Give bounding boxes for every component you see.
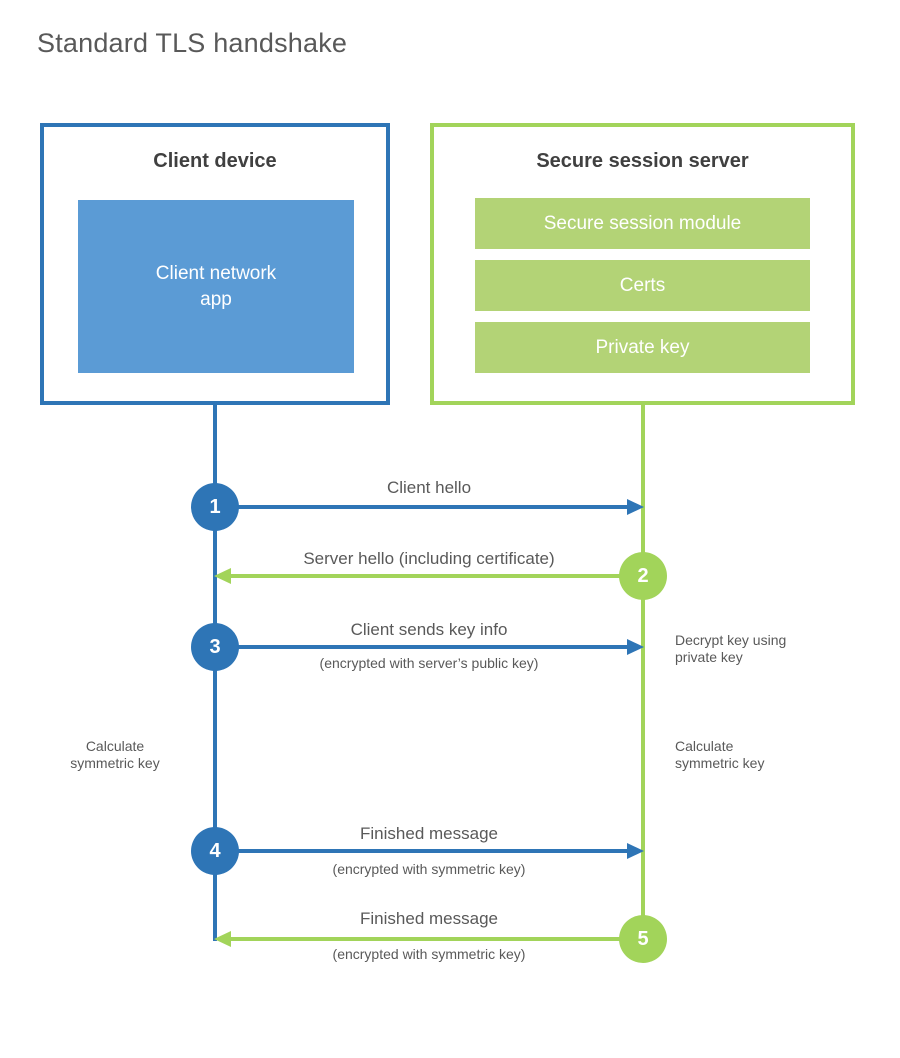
note-decrypt-key: Decrypt key using private key xyxy=(675,632,787,665)
server-module-bar-private-key: Private key xyxy=(475,322,810,373)
arrowhead-left-icon xyxy=(214,568,231,584)
message-sublabel-encrypted-public-key: (encrypted with server’s public key) xyxy=(319,655,539,671)
note-calculate-symmetric-key-client: Calculate symmetric key xyxy=(70,738,160,771)
arrowhead-left-icon xyxy=(214,931,231,947)
message-label-finished-message-client: Finished message xyxy=(360,824,498,843)
note-calculate-symmetric-key-server: Calculate symmetric key xyxy=(675,738,765,771)
message-sublabel-encrypted-symmetric-key-server: (encrypted with symmetric key) xyxy=(332,946,526,962)
message-arrow-3 xyxy=(215,645,629,649)
step-2-badge: 2 xyxy=(619,552,667,600)
message-arrow-2 xyxy=(229,574,643,578)
message-arrow-4 xyxy=(215,849,629,853)
client-device-title: Client device xyxy=(153,150,277,172)
message-arrow-1 xyxy=(215,505,629,509)
client-lifeline xyxy=(213,405,217,941)
server-lifeline xyxy=(641,405,645,939)
message-label-client-hello: Client hello xyxy=(386,478,472,497)
arrowhead-right-icon xyxy=(627,499,644,515)
step-4-badge: 4 xyxy=(191,827,239,875)
server-module-bar-secure-session-module: Secure session module xyxy=(475,198,810,249)
message-label-client-sends-key-info: Client sends key info xyxy=(350,620,508,639)
message-label-server-hello: Server hello (including certificate) xyxy=(303,549,555,568)
message-sublabel-encrypted-symmetric-key-client: (encrypted with symmetric key) xyxy=(332,861,526,877)
message-label-finished-message-server: Finished message xyxy=(360,909,498,928)
server-box: Secure session server Secure session mod… xyxy=(430,123,855,405)
arrowhead-right-icon xyxy=(627,843,644,859)
message-arrow-5 xyxy=(229,937,643,941)
step-3-badge: 3 xyxy=(191,623,239,671)
arrowhead-right-icon xyxy=(627,639,644,655)
step-5-badge: 5 xyxy=(619,915,667,963)
client-device-box: Client device Client network app xyxy=(40,123,390,405)
step-1-badge: 1 xyxy=(191,483,239,531)
server-module-bar-certs: Certs xyxy=(475,260,810,311)
server-title: Secure session server xyxy=(536,150,749,172)
client-network-app-box: Client network app xyxy=(78,200,354,373)
page-title: Standard TLS handshake xyxy=(37,28,348,58)
